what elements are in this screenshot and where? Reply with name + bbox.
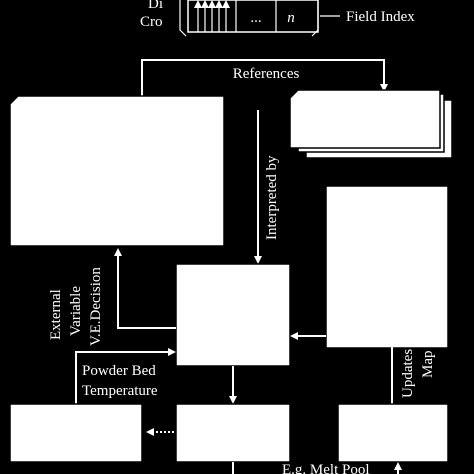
- strip-left-brace: [179, 0, 187, 37]
- stacked-boxes: [289, 89, 453, 159]
- field-index-strip: ... n Field Index Di Cro: [140, 0, 415, 37]
- field-index-label: Field Index: [346, 9, 415, 25]
- bottom-left-box: [9, 403, 143, 463]
- variable-label: Variable: [68, 286, 84, 336]
- bottom-center-box: [175, 403, 291, 463]
- cut-label-cro: Cro: [140, 14, 163, 30]
- field-n: n: [287, 10, 295, 26]
- decision-arrow: [114, 248, 176, 329]
- bottom-right-box: [337, 403, 449, 463]
- powder-bed-arrow: [75, 348, 176, 404]
- map-label: Map: [420, 351, 436, 379]
- external-label: External: [48, 289, 64, 340]
- field-ellipsis: ...: [250, 10, 261, 26]
- cut-label-di: Di: [148, 0, 163, 12]
- melt-pool-label: E.g. Melt Pool: [282, 462, 370, 474]
- updates-label: Updates: [400, 349, 416, 398]
- strip-right-brace: [311, 0, 319, 37]
- interpreted-by-label: Interpreted by: [264, 155, 280, 240]
- ve-decision-label: V.E.Decision: [88, 267, 104, 346]
- references-arrow: [141, 59, 388, 100]
- powder-bed-label: Powder Bed: [82, 363, 156, 379]
- references-label: References: [233, 66, 300, 82]
- center-box: [175, 263, 291, 367]
- temperature-label: Temperature: [82, 383, 158, 399]
- left-large-box: [9, 95, 225, 247]
- right-middle-box: [325, 185, 449, 349]
